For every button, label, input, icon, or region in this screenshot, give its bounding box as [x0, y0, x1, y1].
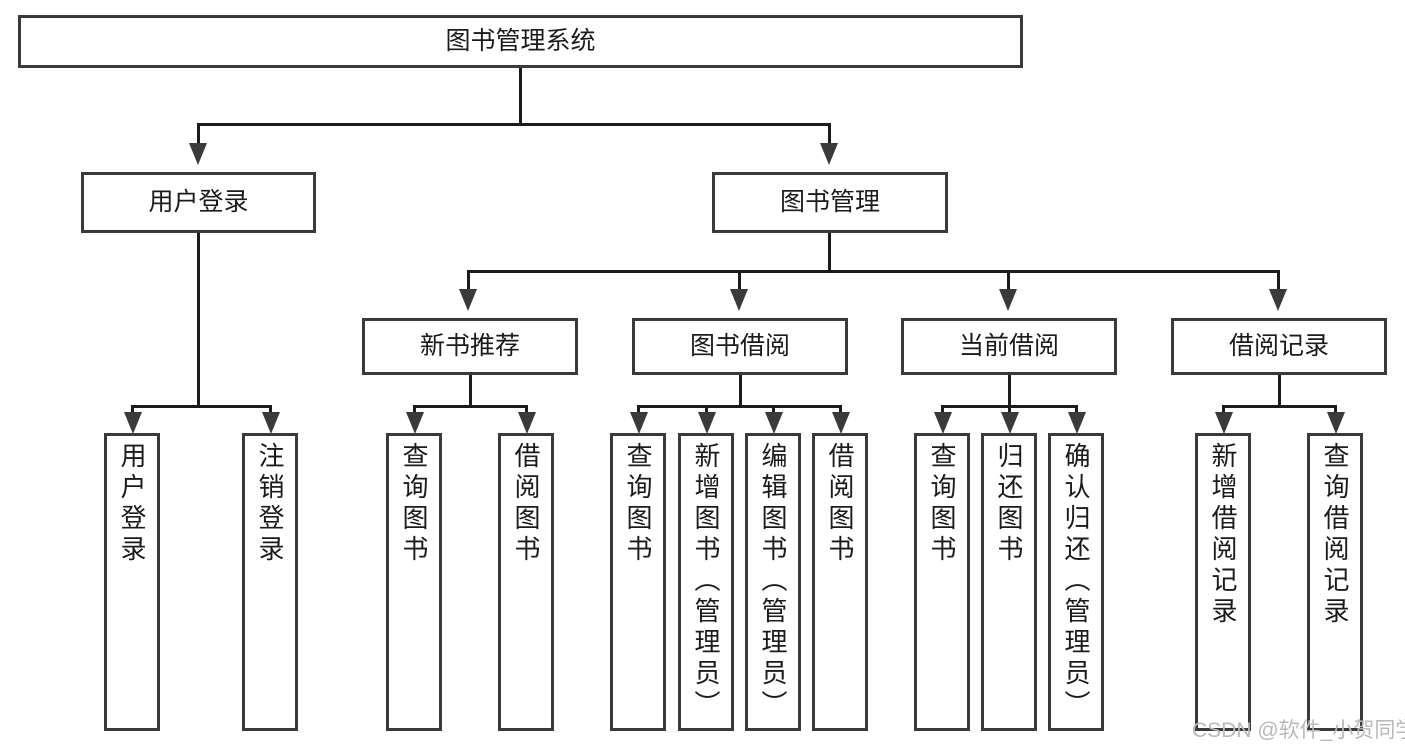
- node-label: 查询图书: [623, 442, 653, 566]
- node-current-borrow[interactable]: 当前借阅: [901, 318, 1117, 375]
- node-label: 查询图书: [927, 442, 957, 566]
- arrow-to-leaf-query-record: [1327, 412, 1345, 434]
- node-label: 图书管理系统: [445, 26, 596, 55]
- leaf-borrow-book-new-recommend[interactable]: 借阅图书: [498, 433, 554, 731]
- arrow-to-leaf-add-record: [1215, 412, 1233, 434]
- leaf-add-borrow-record[interactable]: 新增借阅记录: [1195, 433, 1251, 731]
- arrow-to-new-book: [459, 289, 477, 311]
- node-label: 确认归还（管理员）: [1061, 442, 1091, 721]
- node-label: 新增借阅记录: [1208, 442, 1238, 628]
- leaf-query-book-new-recommend[interactable]: 查询图书: [386, 433, 442, 731]
- node-label: 查询图书: [399, 442, 429, 566]
- leaf-query-borrow-record[interactable]: 查询借阅记录: [1307, 433, 1363, 731]
- node-label: 借阅记录: [1228, 331, 1329, 360]
- connector-new-book-bus: [413, 405, 528, 408]
- leaf-confirm-return-admin[interactable]: 确认归还（管理员）: [1048, 433, 1104, 731]
- arrow-to-leaf-logout: [262, 412, 280, 434]
- connector-book-borrow-drop-1: [637, 405, 640, 415]
- connector-root-drop-right: [828, 123, 831, 145]
- connector-borrow-record-drop-2: [1334, 405, 1337, 415]
- node-label: 图书管理: [779, 187, 880, 216]
- node-label: 当前借阅: [958, 331, 1059, 360]
- node-label: 新书推荐: [419, 331, 520, 360]
- node-book-borrow[interactable]: 图书借阅: [632, 318, 848, 375]
- leaf-logout[interactable]: 注销登录: [242, 433, 298, 731]
- connector-book-borrow-drop-4: [839, 405, 842, 415]
- arrow-to-leaf-confirm-return: [1068, 412, 1086, 434]
- leaf-user-login[interactable]: 用户登录: [104, 433, 160, 731]
- connector-user-login-bus: [131, 405, 272, 408]
- connector-current-borrow-drop-1: [941, 405, 944, 415]
- connector-level3-drop-1: [467, 270, 470, 292]
- arrow-to-user-login: [189, 143, 207, 165]
- arrow-to-leaf-edit-book: [765, 412, 783, 434]
- node-root-system[interactable]: 图书管理系统: [18, 15, 1023, 68]
- connector-new-book-drop-1: [413, 405, 416, 415]
- node-label: 新增图书（管理员）: [691, 442, 721, 721]
- connector-current-borrow-drop-3: [1075, 405, 1078, 415]
- node-user-login[interactable]: 用户登录: [81, 172, 316, 233]
- connector-current-borrow-stem: [1008, 375, 1011, 405]
- connector-borrow-record-drop-1: [1222, 405, 1225, 415]
- node-label: 图书借阅: [689, 331, 790, 360]
- leaf-borrow-book[interactable]: 借阅图书: [812, 433, 868, 731]
- connector-level3-drop-4: [1277, 270, 1280, 292]
- connector-root-drop-left: [197, 123, 200, 145]
- arrow-to-current-borrow: [999, 289, 1017, 311]
- connector-level3-bus: [467, 270, 1280, 273]
- node-label: 借阅图书: [825, 442, 855, 566]
- arrow-to-leaf-query-book-3: [934, 412, 952, 434]
- connector-root-stem: [519, 68, 522, 123]
- leaf-edit-book-admin[interactable]: 编辑图书（管理员）: [745, 433, 801, 731]
- node-label: 注销登录: [255, 442, 285, 566]
- arrow-to-borrow-record: [1269, 289, 1287, 311]
- node-new-book-recommend[interactable]: 新书推荐: [362, 318, 578, 375]
- arrow-to-leaf-add-book: [698, 412, 716, 434]
- connector-new-book-stem: [469, 375, 472, 405]
- leaf-query-book-current[interactable]: 查询图书: [914, 433, 970, 731]
- connector-new-book-drop-2: [525, 405, 528, 415]
- connector-user-login-drop-2: [269, 405, 272, 415]
- connector-level3-drop-3: [1007, 270, 1010, 292]
- connector-book-manage-stem: [828, 233, 831, 270]
- connector-book-borrow-bus: [637, 405, 842, 408]
- connector-level3-drop-2: [738, 270, 741, 292]
- arrow-to-book-borrow: [730, 289, 748, 311]
- leaf-return-book[interactable]: 归还图书: [981, 433, 1037, 731]
- connector-book-borrow-drop-3: [772, 405, 775, 415]
- arrow-to-leaf-return-book: [1001, 412, 1019, 434]
- node-label: 用户登录: [117, 442, 147, 566]
- connector-book-borrow-stem: [739, 375, 742, 405]
- arrow-to-leaf-user-login: [124, 412, 142, 434]
- arrow-to-leaf-borrow-book-2: [832, 412, 850, 434]
- node-label: 编辑图书（管理员）: [758, 442, 788, 721]
- arrow-to-leaf-query-book-1: [406, 412, 424, 434]
- connector-root-bus: [197, 123, 831, 126]
- arrow-to-leaf-borrow-book-1: [518, 412, 536, 434]
- connector-book-borrow-drop-2: [705, 405, 708, 415]
- arrow-to-book-manage: [820, 143, 838, 165]
- connector-current-borrow-drop-2: [1008, 405, 1011, 415]
- node-borrow-record[interactable]: 借阅记录: [1171, 318, 1387, 375]
- connector-user-login-stem: [197, 233, 200, 405]
- arrow-to-leaf-query-book-2: [630, 412, 648, 434]
- node-label: 用户登录: [148, 187, 249, 216]
- connector-user-login-drop-1: [131, 405, 134, 415]
- node-label: 借阅图书: [511, 442, 541, 566]
- node-label: 查询借阅记录: [1320, 442, 1350, 628]
- node-label: 归还图书: [994, 442, 1024, 566]
- node-book-management[interactable]: 图书管理: [712, 172, 948, 233]
- leaf-add-book-admin[interactable]: 新增图书（管理员）: [678, 433, 734, 731]
- connector-borrow-record-stem: [1278, 375, 1281, 405]
- leaf-query-book-borrow[interactable]: 查询图书: [610, 433, 666, 731]
- connector-borrow-record-bus: [1222, 405, 1337, 408]
